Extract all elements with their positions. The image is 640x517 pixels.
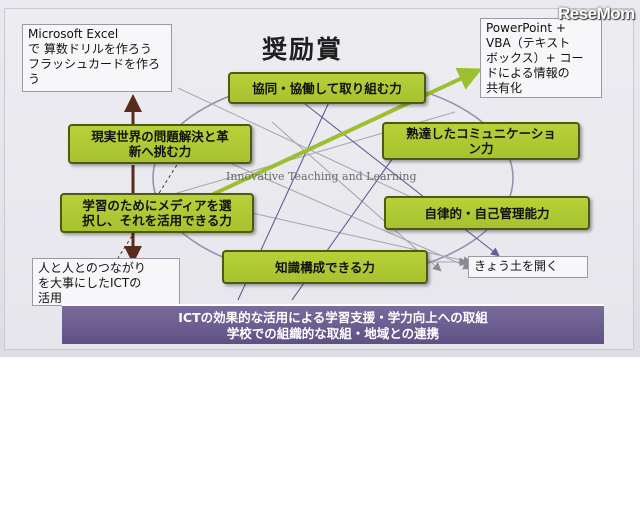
banner-line-1: ICTの効果的な活用による学習支援・学力向上への取組 [178, 310, 488, 325]
knowledge-box: 知識構成できる力 [222, 250, 428, 284]
connector-line [229, 207, 473, 265]
slide: 奨励賞 Innovative Teaching and Learning Mic… [0, 0, 640, 357]
green-arrow [204, 67, 483, 200]
cycle-label: Innovative Teaching and Learning [226, 170, 417, 183]
ict-note: 人と人とのつながり を大事にしたICTの 活用 [32, 258, 180, 306]
communication-box: 熟達したコミュニケーショ ン力 [382, 122, 580, 160]
dashed-connector [117, 159, 181, 259]
page-title: 奨励賞 [262, 35, 344, 64]
media-box: 学習のためにメディアを選 択し、それを活用できる力 [60, 193, 254, 233]
connector-line [199, 149, 473, 270]
banner-line-2: 学校での組織的な取組・地域との連携 [226, 326, 440, 341]
connector-line [177, 87, 432, 208]
excel-note: Microsoft Excel で 算数ドリルを作ろう フラッシュカードを作ろう [22, 24, 172, 92]
innovation-box: 現実世界の問題解決と革 新へ挑む力 [68, 124, 252, 164]
powerpoint-note: PowerPoint + VBA（テキスト ボックス）+ コー ドによる情報の … [480, 18, 602, 98]
collaboration-box: 協同・協働して取り組む力 [228, 72, 426, 104]
kyou-note: きょう土を開く [468, 256, 588, 278]
resemom-logo: ReseMom [558, 4, 635, 23]
foundation-banner: ICTの効果的な活用による学習支援・学力向上への取組 学校での組織的な取組・地域… [62, 304, 604, 344]
connector-line [271, 121, 442, 272]
self-management-box: 自律的・自己管理能力 [384, 196, 590, 230]
